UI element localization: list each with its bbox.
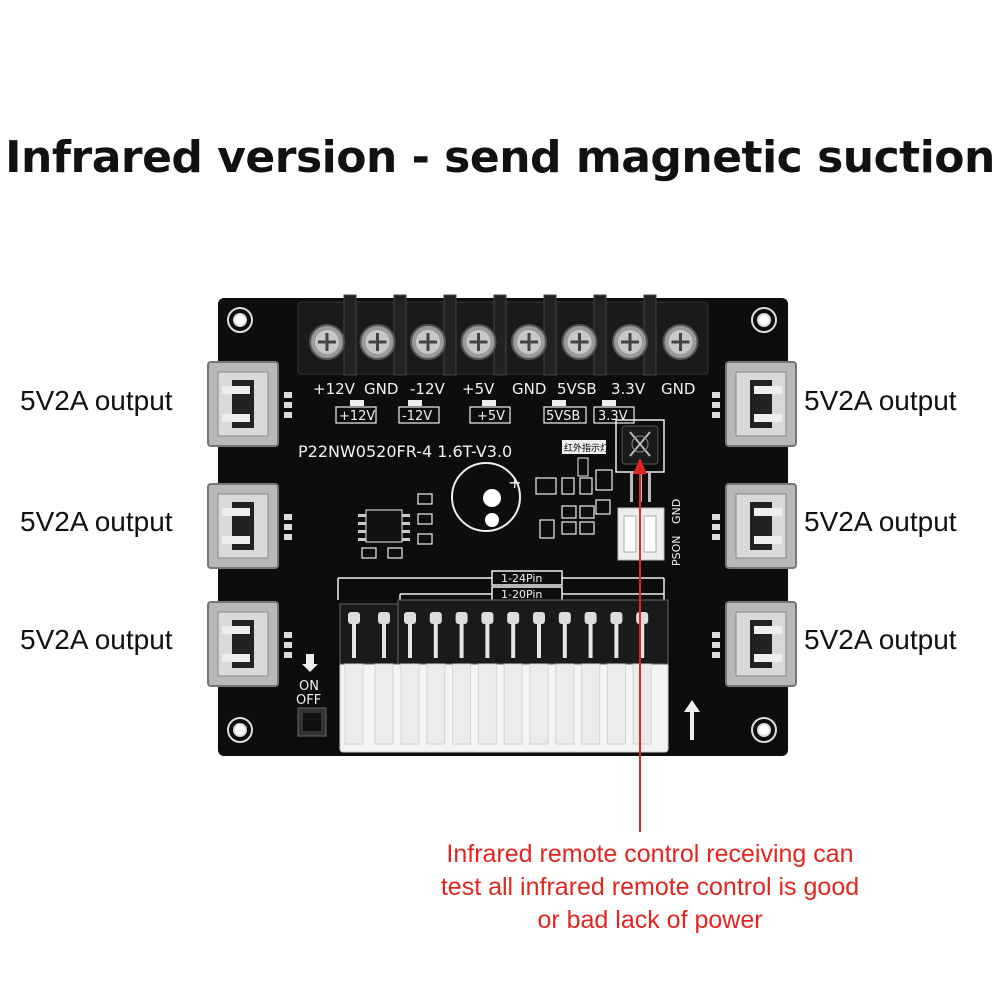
terminal-screws <box>309 324 699 360</box>
up-arrow-icon <box>684 700 700 740</box>
atx-pin <box>344 612 364 745</box>
terminal-label: 5VSB <box>557 380 597 398</box>
callout-note-line: Infrared remote control receiving can <box>446 840 854 868</box>
led-label: -12V <box>402 409 432 424</box>
atx-pin <box>529 612 549 745</box>
callout-note-line: or bad lack of power <box>537 906 763 934</box>
atx-pin <box>374 612 394 745</box>
usb-port-label: 5V2A output <box>804 624 957 655</box>
usb-port <box>712 361 797 447</box>
usb-port-label: 5V2A output <box>20 624 173 655</box>
board-model-number: P22NW0520FR-4 1.6T-V3.0 <box>298 442 512 461</box>
usb-port <box>207 483 292 569</box>
led-label: +5V <box>477 409 505 424</box>
led-label: 5VSB <box>546 409 580 424</box>
callout-arrow <box>633 458 647 832</box>
terminal-label: +5V <box>462 380 495 398</box>
led-label: +12V <box>339 409 375 424</box>
terminal-screw <box>309 324 345 360</box>
atx-pin <box>503 612 523 745</box>
usb-port <box>712 483 797 569</box>
pin-label-24: 1-24Pin <box>501 572 542 585</box>
terminal-screw <box>460 324 497 360</box>
atx-pin <box>477 612 497 745</box>
terminal-screw <box>561 324 598 360</box>
terminal-screw <box>511 324 547 360</box>
usb-port <box>207 361 292 447</box>
terminal-screw <box>359 324 396 360</box>
terminal-labels: +12V GND -12V +5V GND 5VSB 3.3V GND <box>313 380 695 398</box>
page-title: Infrared version - send magnetic suction <box>5 132 995 183</box>
usb-port-label: 5V2A output <box>20 506 173 537</box>
led-label: 3.3V <box>598 409 628 424</box>
pson-label: PSON <box>670 535 683 566</box>
terminal-label: -12V <box>410 380 445 398</box>
power-switch <box>297 654 327 737</box>
terminal-label: GND <box>364 380 398 398</box>
terminal-label: 3.3V <box>611 380 646 398</box>
usb-port-label: 5V2A output <box>804 506 957 537</box>
usb-port-label: 5V2A output <box>804 385 957 416</box>
usb-ports <box>207 361 797 687</box>
atx-pin <box>632 612 652 745</box>
atx-pin <box>426 612 446 745</box>
ic-chip <box>358 509 410 543</box>
callout-note-line: test all infrared remote control is good <box>440 873 860 901</box>
mounting-holes <box>227 307 777 743</box>
atx-pin <box>606 612 626 745</box>
terminal-label: +12V <box>313 380 356 398</box>
svg-text:+: + <box>508 473 521 492</box>
smd-components <box>361 469 613 559</box>
callout-note: Infrared remote control receiving can te… <box>380 838 920 937</box>
pin-label-20: 1-20Pin <box>501 588 542 601</box>
buzzer: + <box>451 462 521 532</box>
atx-pin <box>400 612 420 745</box>
terminal-label: GND <box>512 380 546 398</box>
atx-connector-pins <box>344 612 652 745</box>
atx-pin <box>581 612 601 745</box>
usb-port <box>712 601 797 687</box>
switch-off-label: OFF <box>296 693 321 708</box>
ir-receiver: 红外指示灯 <box>562 419 665 502</box>
gnd-label: GND <box>670 499 683 524</box>
terminal-label: GND <box>661 380 695 398</box>
terminal-screw <box>662 324 699 360</box>
usb-port <box>207 601 292 687</box>
ir-indicator-label: 红外指示灯 <box>564 442 609 454</box>
switch-on-label: ON <box>299 679 319 694</box>
terminal-screw <box>410 324 446 360</box>
terminal-screw <box>612 324 648 360</box>
usb-port-label: 5V2A output <box>20 385 173 416</box>
atx-pin <box>452 612 472 745</box>
atx-pin <box>555 612 575 745</box>
